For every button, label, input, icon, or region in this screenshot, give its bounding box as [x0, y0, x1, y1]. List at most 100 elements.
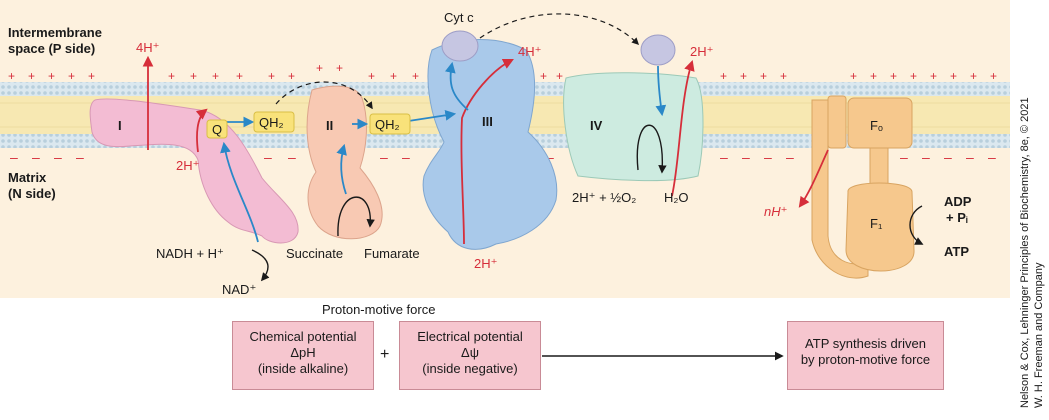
intermembrane-label-2: space (P side)	[8, 41, 95, 56]
matrix-label-2: (N side)	[8, 186, 56, 201]
cyt-c-label: Cyt c	[444, 10, 474, 25]
electron-arrow-III-to-cytc	[445, 61, 469, 111]
succinate-arrow	[337, 196, 375, 237]
qh2-box-2	[369, 113, 411, 135]
svg-text:–: –	[10, 149, 18, 165]
svg-text:+: +	[268, 69, 275, 83]
electron-arrow-cytc-to-IV	[655, 65, 667, 117]
oxygen-arrow	[636, 124, 667, 174]
svg-text:+: +	[930, 69, 937, 83]
svg-text:–: –	[54, 149, 62, 165]
electron-arrow-qh2-to-III	[401, 109, 457, 123]
chemical-potential-box: Chemical potential ΔpH (inside alkaline)	[232, 321, 374, 390]
proton-arrow-complex-I-matrix	[195, 108, 208, 153]
electrical-line-1: Electrical potential	[417, 329, 523, 344]
svg-text:+: +	[890, 69, 897, 83]
svg-text:+: +	[336, 61, 343, 75]
electron-arrow-succinate	[336, 143, 347, 195]
complex-I-label: I	[118, 118, 122, 133]
matrix-label-1: Matrix	[8, 170, 47, 185]
h2-complex-IV: 2H⁺	[690, 44, 713, 59]
svg-text:–: –	[546, 149, 554, 165]
h4-complex-I: 4H⁺	[136, 40, 159, 55]
svg-text:+: +	[368, 69, 375, 83]
svg-text:+: +	[740, 69, 747, 83]
positive-charges: +++++ ++++ ++++ +++ ++ ++++ ++++++++	[8, 61, 997, 83]
atp-label: ATP	[944, 244, 969, 259]
svg-text:+: +	[168, 69, 175, 83]
adp-label-2: + Pᵢ	[946, 210, 968, 225]
complex-II-label: II	[326, 118, 333, 133]
svg-text:–: –	[32, 149, 40, 165]
svg-text:+: +	[48, 69, 55, 83]
atp-synthase: Fₒ F₁	[811, 95, 915, 279]
svg-text:+: +	[780, 69, 787, 83]
svg-text:+: +	[28, 69, 35, 83]
pmf-plus: +	[380, 346, 390, 363]
svg-text:+: +	[390, 69, 397, 83]
q-box	[206, 119, 228, 139]
electrical-line-3: (inside negative)	[422, 361, 518, 376]
h2-complex-III: 2H⁺	[474, 256, 497, 271]
electrical-line-2: Δψ	[461, 345, 479, 360]
chemical-line-3: (inside alkaline)	[257, 361, 349, 376]
succinate-label: Succinate	[286, 246, 343, 261]
svg-text:–: –	[900, 149, 908, 165]
h4-complex-III: 4H⁺	[518, 44, 541, 59]
result-line-2: by proton-motive force	[800, 352, 931, 367]
svg-text:+: +	[556, 69, 563, 83]
svg-text:+: +	[236, 69, 243, 83]
svg-text:–: –	[288, 149, 296, 165]
credit-line: Nelson & Cox, Lehninger Principles of Bi…	[1019, 97, 1045, 408]
svg-text:–: –	[742, 149, 750, 165]
cyt-c-transfer-arrow	[479, 13, 640, 46]
water-label: H₂O	[664, 190, 689, 205]
complex-IV: IV	[563, 72, 704, 182]
nh-label: nH⁺	[764, 204, 787, 219]
cyt-c-at-III	[441, 30, 479, 62]
fumarate-label: Fumarate	[364, 246, 420, 261]
reaction-arrows	[251, 124, 924, 282]
adp-label-1: ADP	[944, 194, 972, 209]
svg-text:+: +	[190, 69, 197, 83]
svg-text:–: –	[786, 149, 794, 165]
qh2-dashed-arrow	[275, 81, 373, 110]
h2-complex-I: 2H⁺	[176, 158, 199, 173]
qh2-label-1: QH₂	[259, 115, 284, 130]
qh2-box-1	[253, 111, 295, 133]
svg-text:+: +	[212, 69, 219, 83]
svg-text:+: +	[88, 69, 95, 83]
svg-text:+: +	[970, 69, 977, 83]
svg-text:+: +	[8, 69, 15, 83]
nad-label: NAD⁺	[222, 282, 256, 297]
nadh-arrow	[251, 249, 270, 282]
chemical-line-1: Chemical potential	[249, 329, 357, 344]
pmf-title: Proton-motive force	[322, 302, 436, 317]
atp-synthesis-box: ATP synthesis driven by proton-motive fo…	[787, 321, 944, 390]
complex-IV-label: IV	[590, 118, 603, 133]
svg-text:+: +	[870, 69, 877, 83]
svg-text:–: –	[76, 149, 84, 165]
cyt-c-at-IV	[640, 34, 676, 66]
nadh-label: NADH + H⁺	[156, 246, 224, 261]
intermembrane-label-1: Intermembrane	[8, 25, 102, 40]
credit-line-2: W. H. Freeman and Company	[1033, 262, 1045, 408]
electrical-potential-box: Electrical potential Δψ (inside negative…	[399, 321, 541, 390]
svg-text:+: +	[68, 69, 75, 83]
svg-text:–: –	[944, 149, 952, 165]
proton-arrows	[142, 55, 829, 245]
svg-text:–: –	[380, 149, 388, 165]
proton-arrow-complex-III	[460, 59, 514, 245]
result-line-1: ATP synthesis driven	[805, 336, 926, 351]
proton-arrow-atp-synthase	[798, 149, 829, 208]
svg-text:+: +	[990, 69, 997, 83]
svg-text:–: –	[966, 149, 974, 165]
svg-text:+: +	[412, 69, 419, 83]
credit-line-1: Nelson & Cox, Lehninger Principles of Bi…	[1019, 97, 1031, 408]
proton-arrow-complex-IV	[671, 59, 695, 197]
svg-text:+: +	[288, 69, 295, 83]
svg-text:+: +	[910, 69, 917, 83]
atp-arrow	[909, 205, 924, 245]
electron-arrows	[220, 61, 667, 243]
